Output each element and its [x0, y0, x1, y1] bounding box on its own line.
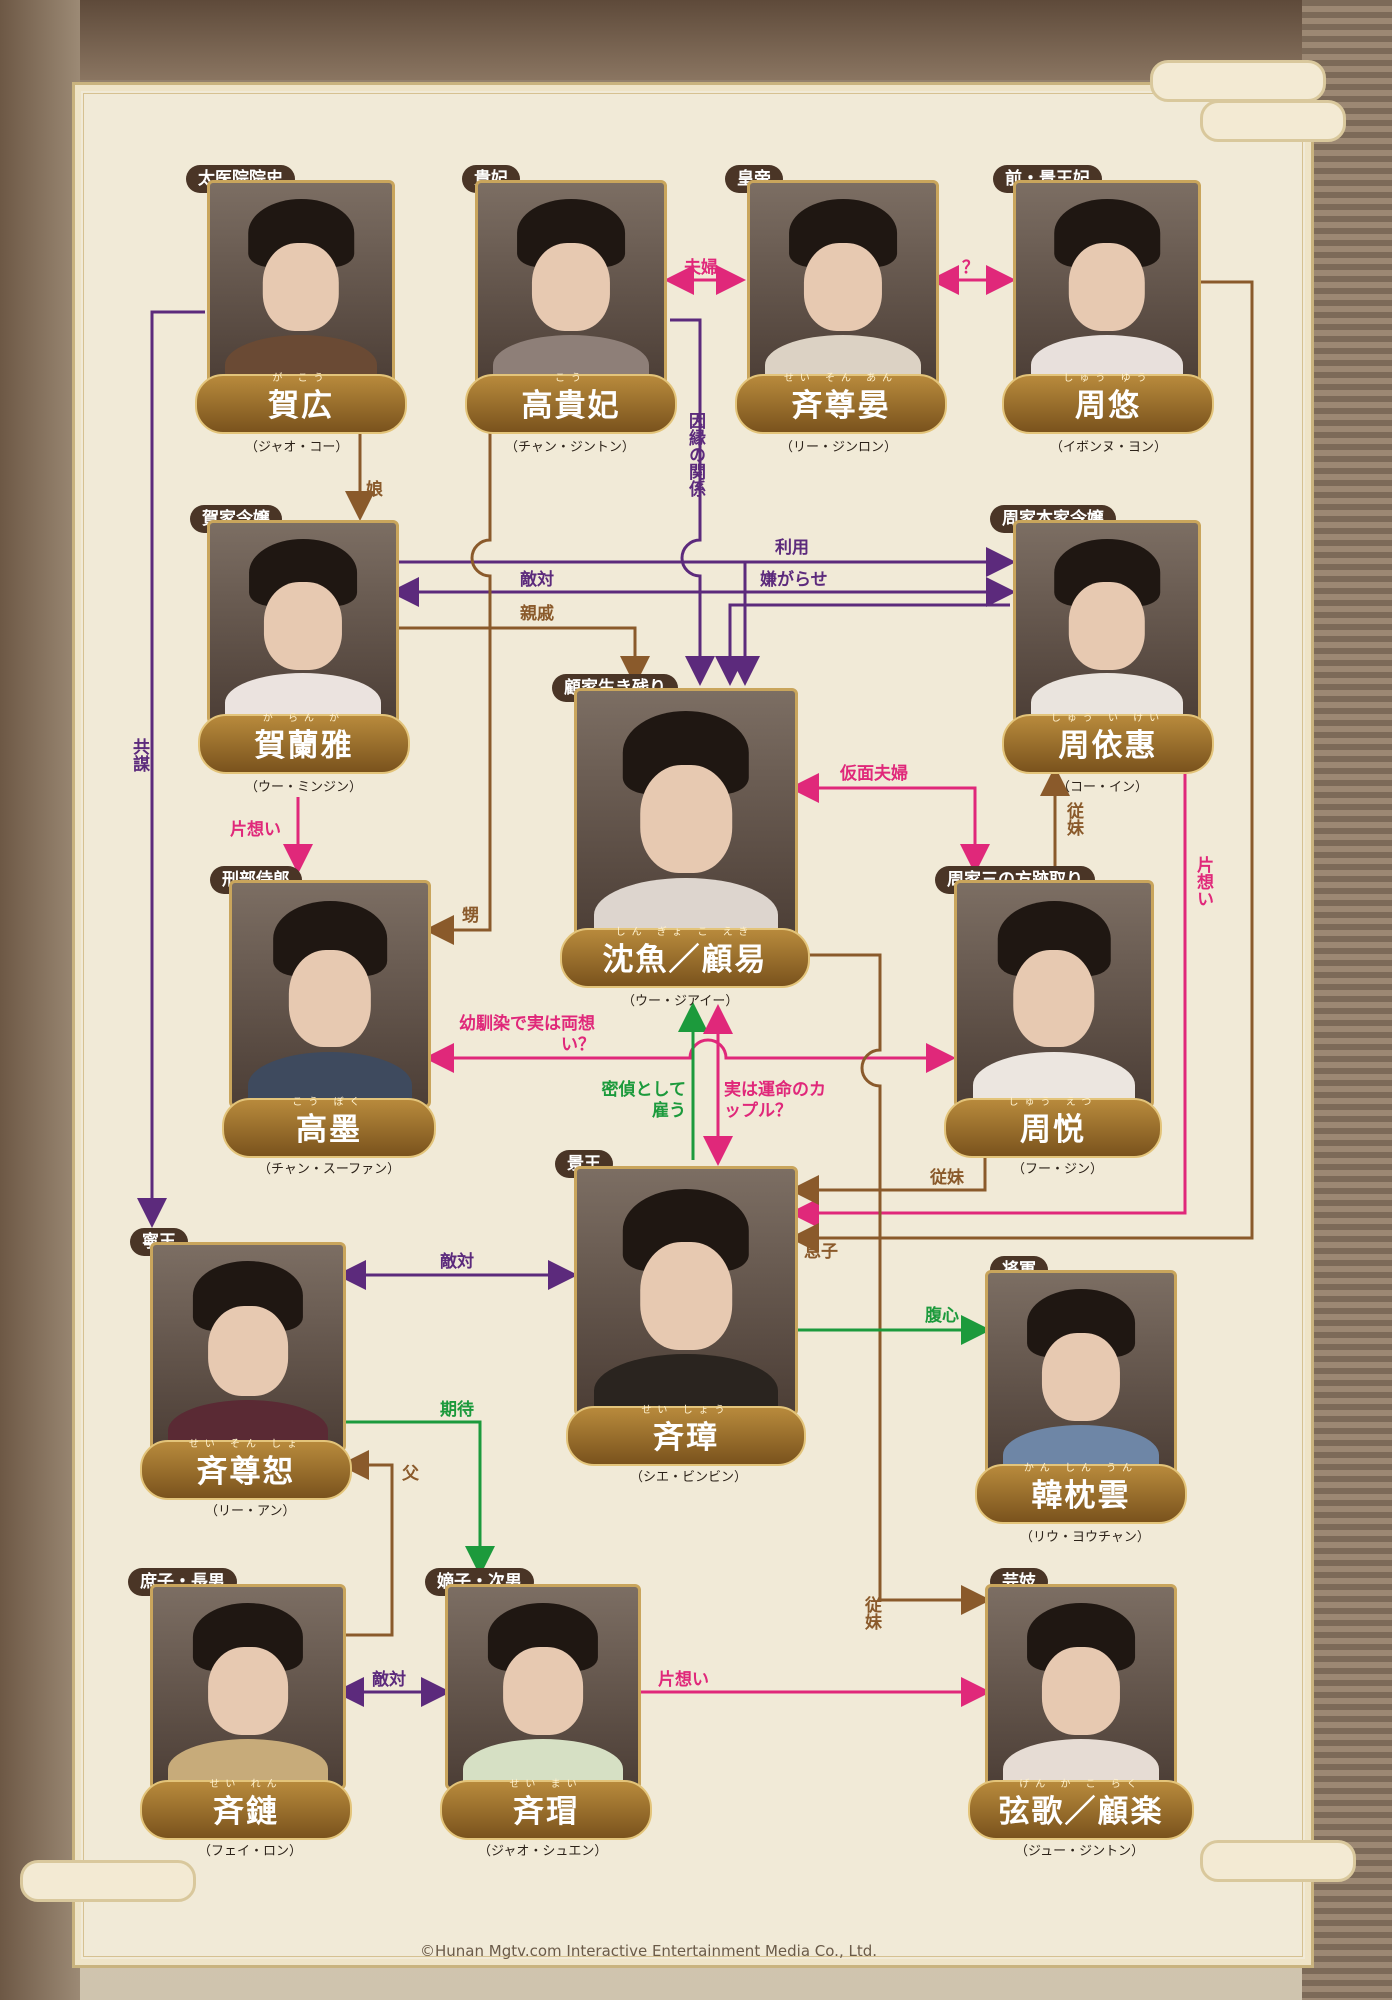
cloud-ornament: [20, 1860, 196, 1902]
relation-label: 利用: [775, 538, 809, 558]
name-plate: せい れん斉鏈: [140, 1779, 352, 1840]
relation-label: 娘: [366, 480, 383, 500]
cloud-ornament: [1200, 1840, 1356, 1882]
relation-label: 嫌がらせ: [760, 570, 828, 590]
relation-label: 従妹: [1063, 802, 1083, 836]
actor-name: （ウー・ミンジン）: [245, 780, 363, 795]
relation-label: 因縁の関係: [685, 412, 705, 497]
portrait: [574, 1166, 798, 1416]
actor-name: （リウ・ヨウチャン）: [1020, 1530, 1150, 1545]
name-plate: が こう賀広: [195, 373, 407, 434]
name-plate: げん か こ らく弦歌／顧楽: [968, 1779, 1194, 1840]
relation-label: 息子: [804, 1242, 838, 1262]
name-plate: しゅう えつ周悦: [944, 1097, 1162, 1158]
name-plate: しゅう い けい周依惠: [1002, 713, 1214, 774]
name-plate: しゅう ゆう周悠: [1002, 373, 1214, 434]
background-left-wall: [0, 0, 80, 2000]
portrait: [475, 180, 667, 386]
relation-label: 敵対: [520, 570, 554, 590]
name-plate: せい しょう斉璋: [566, 1405, 806, 1466]
relation-label: 片想い: [230, 820, 281, 840]
relation-label: 父: [402, 1464, 419, 1484]
portrait: [150, 1242, 346, 1452]
relation-label: 幼馴染で実は両想い？: [459, 1014, 595, 1055]
relation-label: 敵対: [440, 1252, 474, 1272]
portrait: [747, 180, 939, 386]
name-plate: かん しん うん韓枕雲: [975, 1463, 1187, 1524]
relation-label: ？: [962, 258, 979, 278]
cloud-ornament: [1200, 100, 1346, 142]
relation-label: 甥: [462, 906, 479, 926]
cloud-ornament: [1150, 60, 1326, 102]
portrait: [207, 520, 399, 724]
relation-label: 敵対: [372, 1670, 406, 1690]
relation-label: 密偵として雇う: [601, 1080, 687, 1121]
actor-name: （フェイ・ロン）: [198, 1844, 303, 1859]
relation-label: 片想い: [1193, 856, 1213, 907]
name-plate: せい そん しょ斉尊恕: [140, 1439, 352, 1500]
actor-name: （リー・アン）: [205, 1504, 296, 1519]
actor-name: （シエ・ビンビン）: [630, 1470, 748, 1485]
portrait: [150, 1584, 346, 1790]
portrait: [954, 880, 1154, 1108]
portrait: [445, 1584, 641, 1790]
relation-label: 仮面夫婦: [840, 764, 908, 784]
relation-label: 従妹: [861, 1596, 881, 1630]
portrait: [229, 880, 431, 1108]
actor-name: （イボンヌ・ヨン）: [1050, 440, 1168, 455]
relation-label: 腹心: [925, 1306, 959, 1326]
portrait: [207, 180, 395, 386]
portrait: [1013, 520, 1201, 724]
relation-label: 夫婦: [684, 258, 718, 278]
name-plate: が らん が賀蘭雅: [198, 713, 410, 774]
portrait: [985, 1270, 1177, 1476]
relation-label: 従妹: [930, 1168, 964, 1188]
copyright-text: ©Hunan Mgtv.com Interactive Entertainmen…: [420, 1942, 878, 1960]
actor-name: （コー・イン）: [1057, 780, 1149, 795]
actor-name: （ジャオ・コー）: [245, 440, 349, 455]
name-plate: こう高貴妃: [465, 373, 677, 434]
portrait: [985, 1584, 1177, 1790]
actor-name: （ウー・ジアイー）: [622, 994, 739, 1009]
actor-name: （チャン・ジントン）: [505, 440, 635, 455]
relation-label: 片想い: [658, 1670, 709, 1690]
name-plate: しん ぎょ こ えき沈魚／顧易: [560, 927, 810, 988]
name-plate: せい まい斉瑁: [440, 1779, 652, 1840]
background-right-blinds: [1302, 0, 1392, 2000]
name-plate: こう ぼく高墨: [222, 1097, 436, 1158]
relation-label: 親戚: [520, 604, 554, 624]
relation-label: 実は運命のカップル？: [724, 1080, 826, 1121]
relation-label: 期待: [440, 1400, 474, 1420]
actor-name: （ジュー・ジントン）: [1015, 1844, 1145, 1859]
name-plate: せい そん あん斉尊晏: [735, 373, 947, 434]
paper-border: [83, 93, 1303, 1957]
actor-name: （リー・ジンロン）: [780, 440, 898, 455]
portrait: [1013, 180, 1201, 386]
relation-label: 共謀: [129, 738, 149, 772]
portrait: [574, 688, 798, 940]
actor-name: （ジャオ・シュエン）: [478, 1844, 608, 1859]
actor-name: （フー・ジン）: [1012, 1162, 1104, 1177]
actor-name: （チャン・スーファン）: [258, 1162, 401, 1177]
